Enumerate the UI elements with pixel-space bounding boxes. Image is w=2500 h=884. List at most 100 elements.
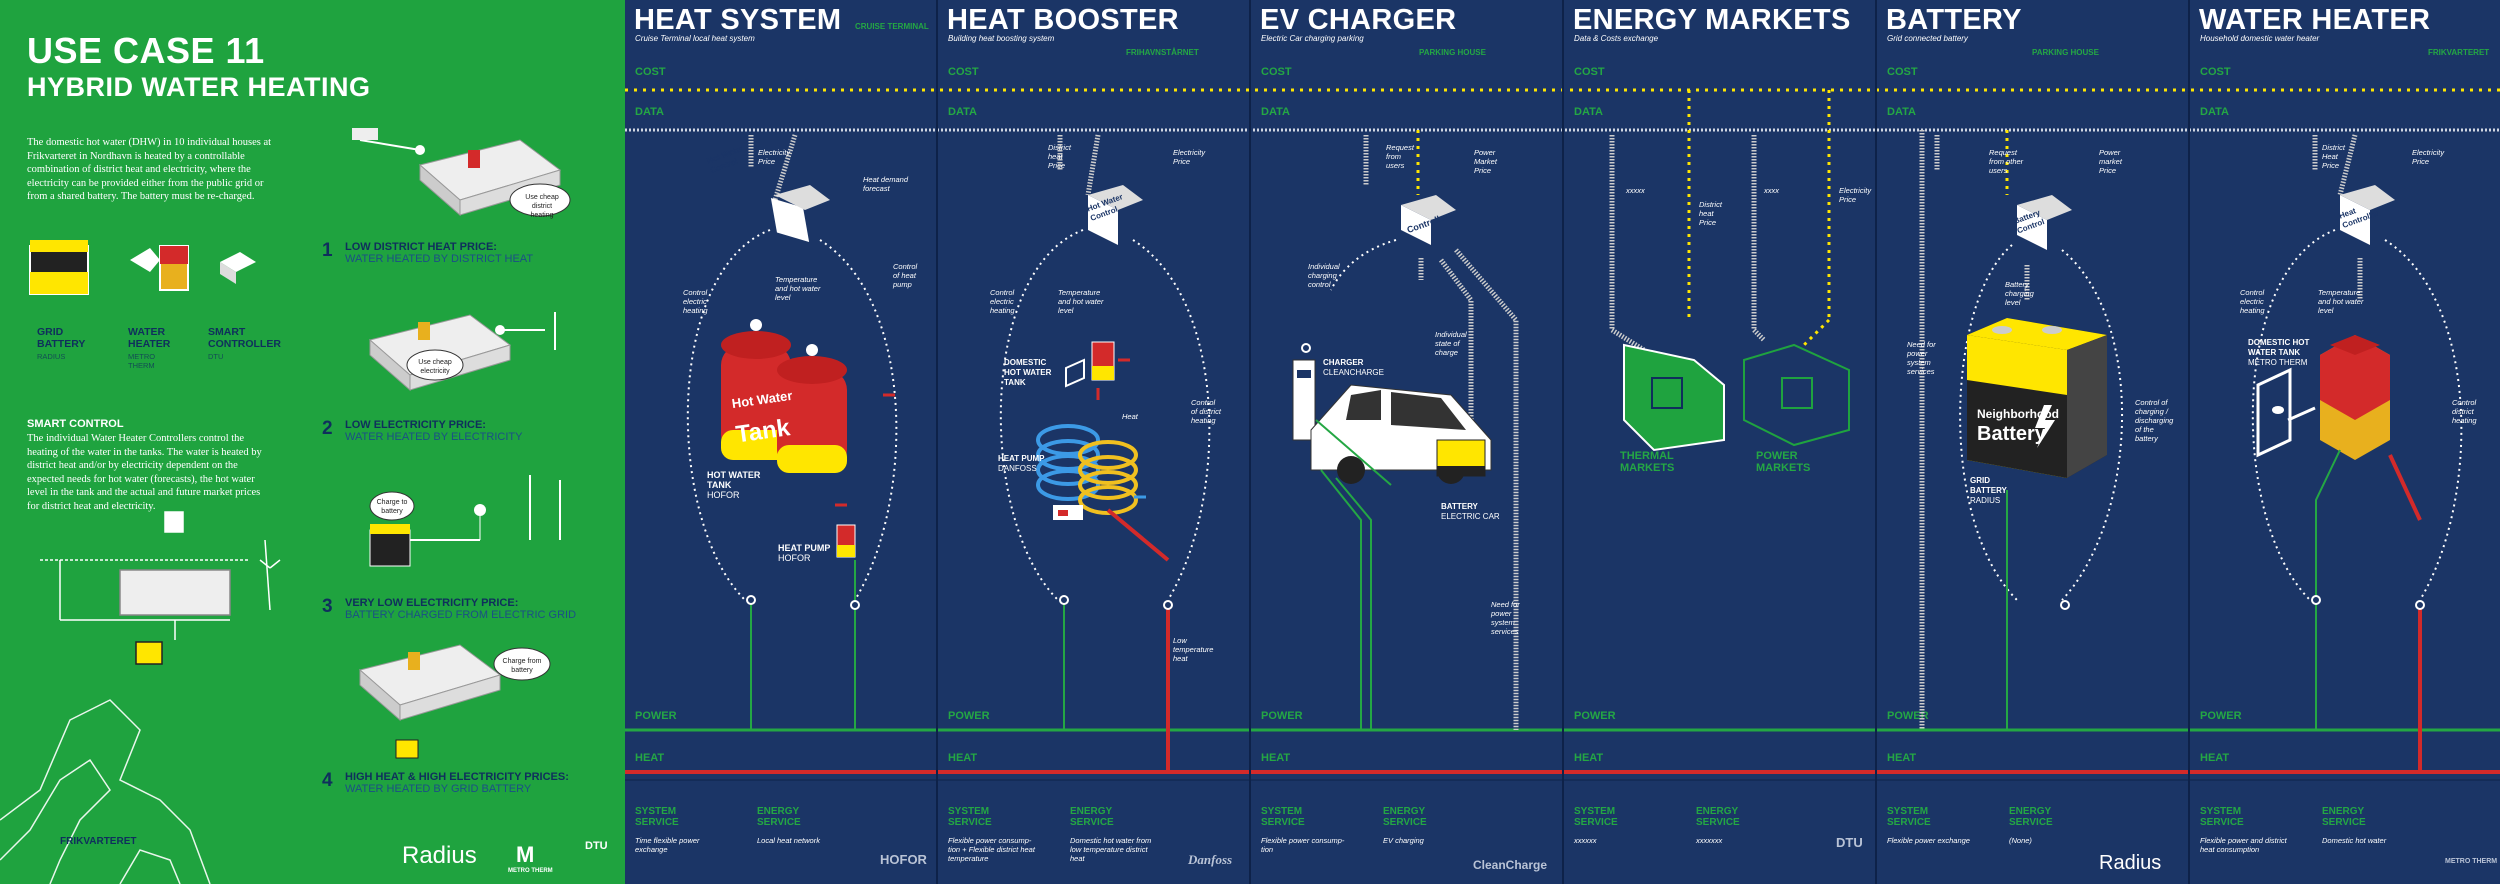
energy-service-desc: xxxxxxx <box>1696 836 1723 845</box>
label-xxxx: xxxx <box>1764 186 1779 195</box>
label-need-power-system-services: Need for power system services <box>1491 600 1520 636</box>
use-case-panel: USE CASE 11 HYBRID WATER HEATING The dom… <box>0 0 625 884</box>
energy-service-label: ENERGY SERVICE <box>1070 806 1114 828</box>
step-1-text: WATER HEATED BY DISTRICT HEAT <box>345 253 534 265</box>
label-request-other-users: Request from other users <box>1989 148 2024 175</box>
danfoss-logo: Danfoss <box>1188 852 1233 867</box>
data-row-label: DATA <box>948 106 977 118</box>
step-1-number: 1 <box>322 240 333 261</box>
cost-row-label: COST <box>635 66 666 78</box>
device-sub-smart-controller: DTU <box>208 352 224 361</box>
section-subtitle: Grid connected battery <box>1887 34 1968 43</box>
dhw-tank-label: DOMESTIC HOT WATER TANK <box>2248 338 2310 357</box>
system-service-desc: Flexible power consump- tion <box>1261 836 1345 854</box>
energy-service-label: ENERGY SERVICE <box>2322 806 2366 828</box>
domestic-hot-water-tank-icon <box>2320 335 2390 460</box>
cost-row-label: COST <box>1574 66 1605 78</box>
label-district-heat-price: District Heat Price <box>2322 143 2345 170</box>
label-control-electric-heating: Control electric heating <box>683 288 708 315</box>
smart-control-diagram <box>40 511 281 665</box>
section-subtitle: Electric Car charging parking <box>1261 34 1364 43</box>
system-service-desc: Flexible power and district heat consump… <box>2200 836 2287 854</box>
step-4-number: 4 <box>322 770 333 791</box>
heat-row-label: HEAT <box>2200 752 2230 764</box>
label-control-charging: Control of charging / discharging of the… <box>2135 398 2174 443</box>
location-label: FRIKVARTERET <box>2428 48 2490 57</box>
energy-service-desc: Domestic hot water <box>2322 836 2387 845</box>
label-battery-charging-level: Battery charging level <box>2005 280 2034 307</box>
label-control-district-heating: Control of district heating <box>1191 398 1222 425</box>
step1-bubble: Use cheap district heating <box>525 194 559 219</box>
section-title: HEAT SYSTEM <box>634 4 842 36</box>
label-control-district-heating: Control district heating <box>2452 398 2477 425</box>
device-sub-water-heater: METRO THERM <box>128 352 156 370</box>
heat-row-label: HEAT <box>1261 752 1291 764</box>
battery-text-line1: Neighborhood <box>1977 407 2059 421</box>
system-service-label: SYSTEM SERVICE <box>635 806 679 828</box>
energy-service-desc: Local heat network <box>757 836 820 845</box>
device-sub-grid-battery: RADIUS <box>37 352 66 361</box>
label-low-temperature-heat: Low temperature heat <box>1173 636 1214 663</box>
label-control-electric-heating: Control electric heating <box>2240 288 2265 315</box>
label-xxxxx: xxxxx <box>1626 186 1645 195</box>
label-individual-state-of-charge: Individual state of charge <box>1435 330 1467 357</box>
system-service-label: SYSTEM SERVICE <box>1574 806 1618 828</box>
grid-battery-icon <box>29 240 89 295</box>
hofor-logo: HOFOR <box>880 852 927 867</box>
energy-service-desc: (None) <box>2009 836 2032 845</box>
system-service-desc: Flexible power consump- tion + Flexible … <box>948 836 1035 863</box>
section-subtitle: Cruise Terminal local heat system <box>635 34 755 43</box>
cleancharge-logo: CleanCharge <box>1473 858 1548 872</box>
energy-service-label: ENERGY SERVICE <box>2009 806 2053 828</box>
label-electricity-price: Electricity Price <box>1839 186 1872 204</box>
battery-sub: ELECTRIC CAR <box>1441 512 1500 521</box>
location-label: PARKING HOUSE <box>2032 48 2099 57</box>
energy-service-label: ENERGY SERVICE <box>1696 806 1740 828</box>
label-electricity-price: Electricity Price <box>758 148 791 166</box>
label-heat: Heat <box>1122 412 1138 421</box>
system-service-desc: Time flexible power exchange <box>635 836 700 854</box>
label-power-market-price: Power Market Price <box>1474 148 1497 175</box>
power-row-label: POWER <box>1887 710 1929 722</box>
thermal-markets-label: THERMAL MARKETS <box>1620 450 1675 474</box>
data-row-label: DATA <box>2200 106 2229 118</box>
power-row-label: POWER <box>635 710 677 722</box>
system-service-desc: Flexible power exchange <box>1887 836 1970 845</box>
step-3-text: BATTERY CHARGED FROM ELECTRIC GRID <box>345 609 577 621</box>
heat-row-label: HEAT <box>948 752 978 764</box>
section-subtitle: Building heat boosting system <box>948 34 1055 43</box>
heat-pump-label: HEAT PUMP <box>998 454 1045 463</box>
battery-text-line2: Battery <box>1977 423 2047 445</box>
data-row-label: DATA <box>635 106 664 118</box>
radius-logo: Radius <box>2099 852 2162 874</box>
section-subtitle: Household domestic water heater <box>2200 34 2320 43</box>
step-2-title: LOW ELECTRICITY PRICE: <box>345 419 486 431</box>
cost-row-label: COST <box>1261 66 1292 78</box>
heat-pump-sub: DANFOSS <box>998 464 1037 473</box>
energy-service-label: ENERGY SERVICE <box>1383 806 1427 828</box>
cost-row-label: COST <box>1887 66 1918 78</box>
energy-service-desc: EV charging <box>1383 836 1424 845</box>
step4-illustration <box>358 644 551 759</box>
data-row-label: DATA <box>1887 106 1916 118</box>
charger-sub: CLEANCHARGE <box>1323 368 1384 377</box>
label-temperature-level: Temperature and hot water level <box>2318 288 2364 315</box>
label-individual-charging-control: Individual charging control <box>1308 262 1340 289</box>
heat-booster-diagram <box>999 134 1211 772</box>
dhw-tank-sub: METRO THERM <box>2248 358 2308 367</box>
label-temperature-level: Temperature and hot water level <box>775 275 821 302</box>
cost-row-label: COST <box>948 66 979 78</box>
step-3-number: 3 <box>322 596 333 617</box>
dhw-tank-label: DOMESTIC HOT WATER TANK <box>1004 358 1052 387</box>
section-title: BATTERY <box>1886 4 2022 36</box>
section-title: ENERGY MARKETS <box>1573 4 1851 36</box>
step-2-text: WATER HEATED BY ELECTRICITY <box>345 431 523 443</box>
section-heat-booster: HEAT BOOSTER Building heat boosting syst… <box>938 0 1251 884</box>
location-label: CRUISE TERMINAL <box>855 22 929 31</box>
label-control-heat-pump: Control of heat pump <box>893 262 918 289</box>
step3-bubble: Charge to battery <box>376 499 408 515</box>
dtu-logo: DTU <box>585 840 608 852</box>
step1-illustration <box>352 128 571 217</box>
energy-service-label: ENERGY SERVICE <box>757 806 801 828</box>
water-heater-icon <box>130 245 189 291</box>
